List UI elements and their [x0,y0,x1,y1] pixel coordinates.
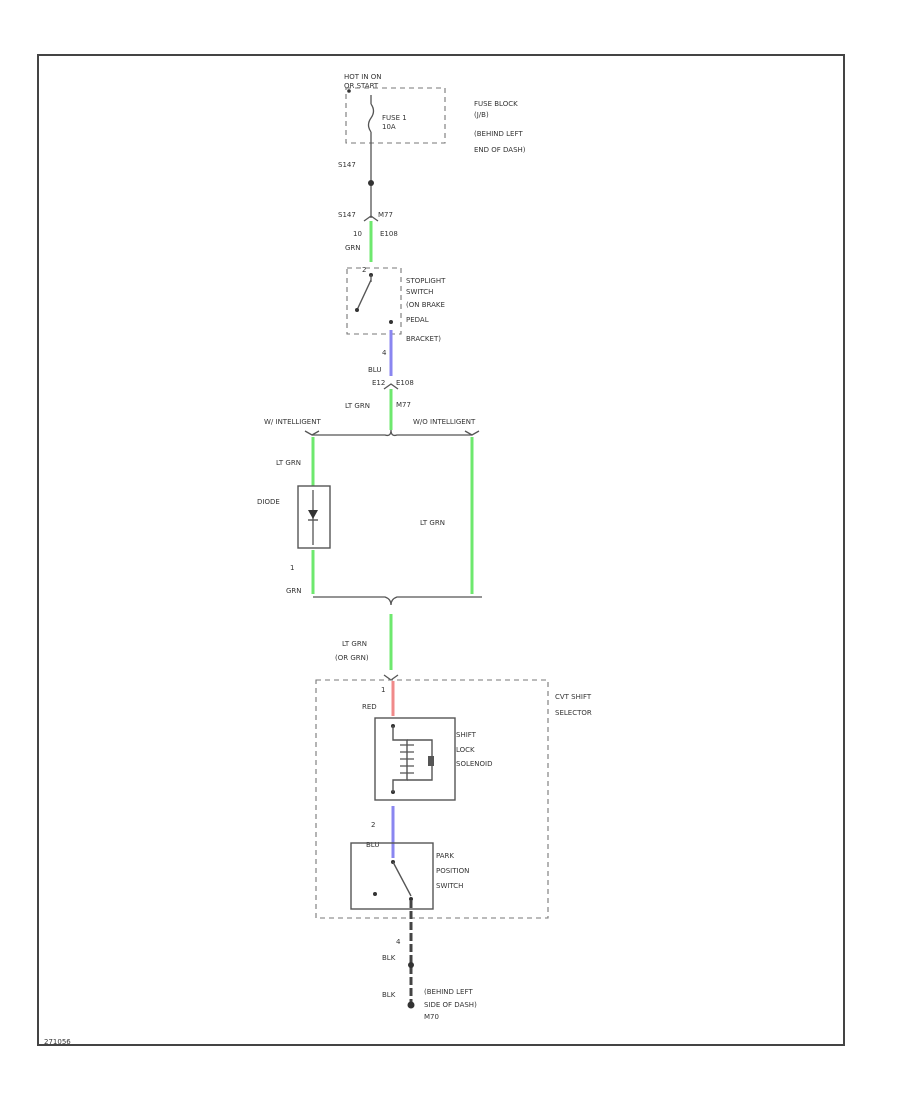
connector-top-symbol [363,215,379,222]
left-branch-pin: 1 [290,564,294,572]
lower-bus-wire-line1: LT GRN [342,640,367,648]
ground-point-dot [407,1001,415,1009]
fuse-block-label-line2: (J/B) [474,111,489,119]
ground-wire2: BLK [382,991,396,999]
park-contact-left [373,892,377,896]
diagram-frame [37,54,845,1046]
upper-bus-ref: M77 [396,401,411,409]
ground-label-line1: (BEHIND LEFT [424,988,473,996]
power-label-line2: OR START [344,82,379,90]
selector-wire-top: RED [362,703,377,711]
stoplight-pin-top: 2 [362,266,366,274]
stoplight-switch-outline [346,267,402,335]
splice-top-label: S147 [338,161,356,169]
solenoid-coil [392,726,408,792]
stoplight-label-line4: PEDAL [406,316,429,324]
solenoid-label-line3: SOLENOID [456,760,492,768]
connector-top-left: S147 [338,211,356,219]
selector-pin-bottom: 4 [396,938,401,946]
fuse-block-label-line1: FUSE BLOCK [474,100,518,108]
power-terminal [347,89,351,93]
selector-wire-mid: BLU [366,841,379,849]
diode-label: DIODE [257,498,280,506]
upper-bus-right-connector [464,430,480,436]
ground-splice-dot [408,962,414,968]
upper-bus-line [312,429,472,437]
solenoid-outline [374,717,456,801]
lower-bus-wire-line2: (OR GRN) [335,654,369,662]
park-switch-blade [392,861,412,897]
park-label-line3: SWITCH [436,882,463,890]
fuse-block-label-line3: (BEHIND LEFT [474,130,523,138]
diagram-code: 271056 [44,1038,71,1046]
diode-symbol [308,510,318,519]
ground-label-line3: M70 [424,1013,439,1021]
ground-label-line2: SIDE OF DASH) [424,1001,477,1009]
solenoid-label-line1: SHIFT [456,731,477,739]
solenoid-coil-windings [400,744,414,774]
stoplight-ref: E108 [396,379,414,387]
connector-top-right: M77 [378,211,393,219]
upper-bus-left-label: W/ INTELLIGENT [264,418,321,426]
fuse-block-outline [345,87,446,144]
left-branch-wire-top: LT GRN [276,459,301,467]
park-label-line2: POSITION [436,867,469,875]
stoplight-pin-bottom: 4 [382,349,387,357]
fuse-symbol [367,95,375,150]
diode-body [297,485,331,549]
solenoid-plunger-core [428,756,434,766]
stoplight-contact-pivot [355,308,359,312]
fuse-label-line2: 10A [382,123,396,131]
stoplight-label-line5: BRACKET) [406,335,441,343]
cvt-selector-outline [315,679,549,919]
stoplight-label-line2: SWITCH [406,288,433,296]
connector-mid-symbol [383,383,399,390]
connector-top-pin: 10 [353,230,362,238]
connector-lower-symbol [383,674,399,681]
ground-wire1: BLK [382,954,396,962]
connector-top-ref: E108 [380,230,398,238]
park-label-line1: PARK [436,852,454,860]
fuse-label-line1: FUSE 1 [382,114,407,122]
stoplight-contact-bottom [389,320,393,324]
stoplight-label-line3: (ON BRAKE [406,301,445,309]
cvt-selector-label-line2: SELECTOR [555,709,592,717]
selector-pin-top: 1 [381,686,385,694]
stoplight-ref-pin: E12 [372,379,385,387]
upper-bus-left-connector [304,430,320,436]
power-label-line1: HOT IN ON [344,73,382,81]
splice-top-dot [368,180,374,186]
right-branch-wire: LT GRN [420,519,445,527]
cvt-selector-label-line1: CVT SHIFT [555,693,592,701]
lower-bus-line [313,596,482,606]
stoplight-switch-blade [356,279,372,311]
upper-bus-right-label: W/O INTELLIGENT [413,418,476,426]
connector-top-wire: GRN [345,244,361,252]
left-branch-wire-bottom: GRN [286,587,302,595]
upper-bus-wire: LT GRN [345,402,370,410]
stoplight-label-line1: STOPLIGHT [406,277,446,285]
solenoid-label-line2: LOCK [456,746,475,754]
selector-pin-mid: 2 [371,821,375,829]
fuse-block-label-line4: END OF DASH) [474,146,526,154]
park-switch-outline [350,842,434,910]
stoplight-wire-bottom: BLU [368,366,381,374]
